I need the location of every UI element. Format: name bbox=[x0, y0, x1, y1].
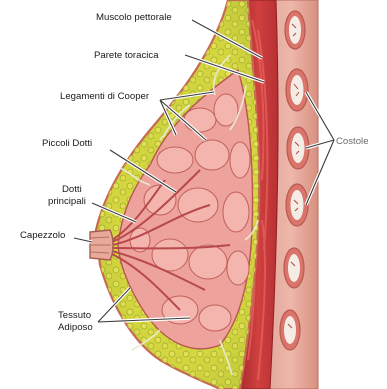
label-chest-wall: Parete toracica bbox=[94, 50, 159, 61]
label-fat-2: Adiposo bbox=[58, 322, 93, 333]
label-ribs: Costole bbox=[336, 136, 369, 147]
label-cooper-ligaments: Legamenti di Cooper bbox=[60, 91, 150, 102]
label-main-ducts-2: principali bbox=[48, 196, 86, 207]
label-fat-1: Tessuto bbox=[58, 310, 91, 321]
label-nipple: Capezzolo bbox=[20, 230, 65, 241]
label-pectoral-muscle: Muscolo pettorale bbox=[96, 12, 172, 23]
label-main-ducts-1: Dotti bbox=[62, 184, 82, 195]
label-small-ducts: Piccoli Dotti bbox=[42, 138, 92, 149]
